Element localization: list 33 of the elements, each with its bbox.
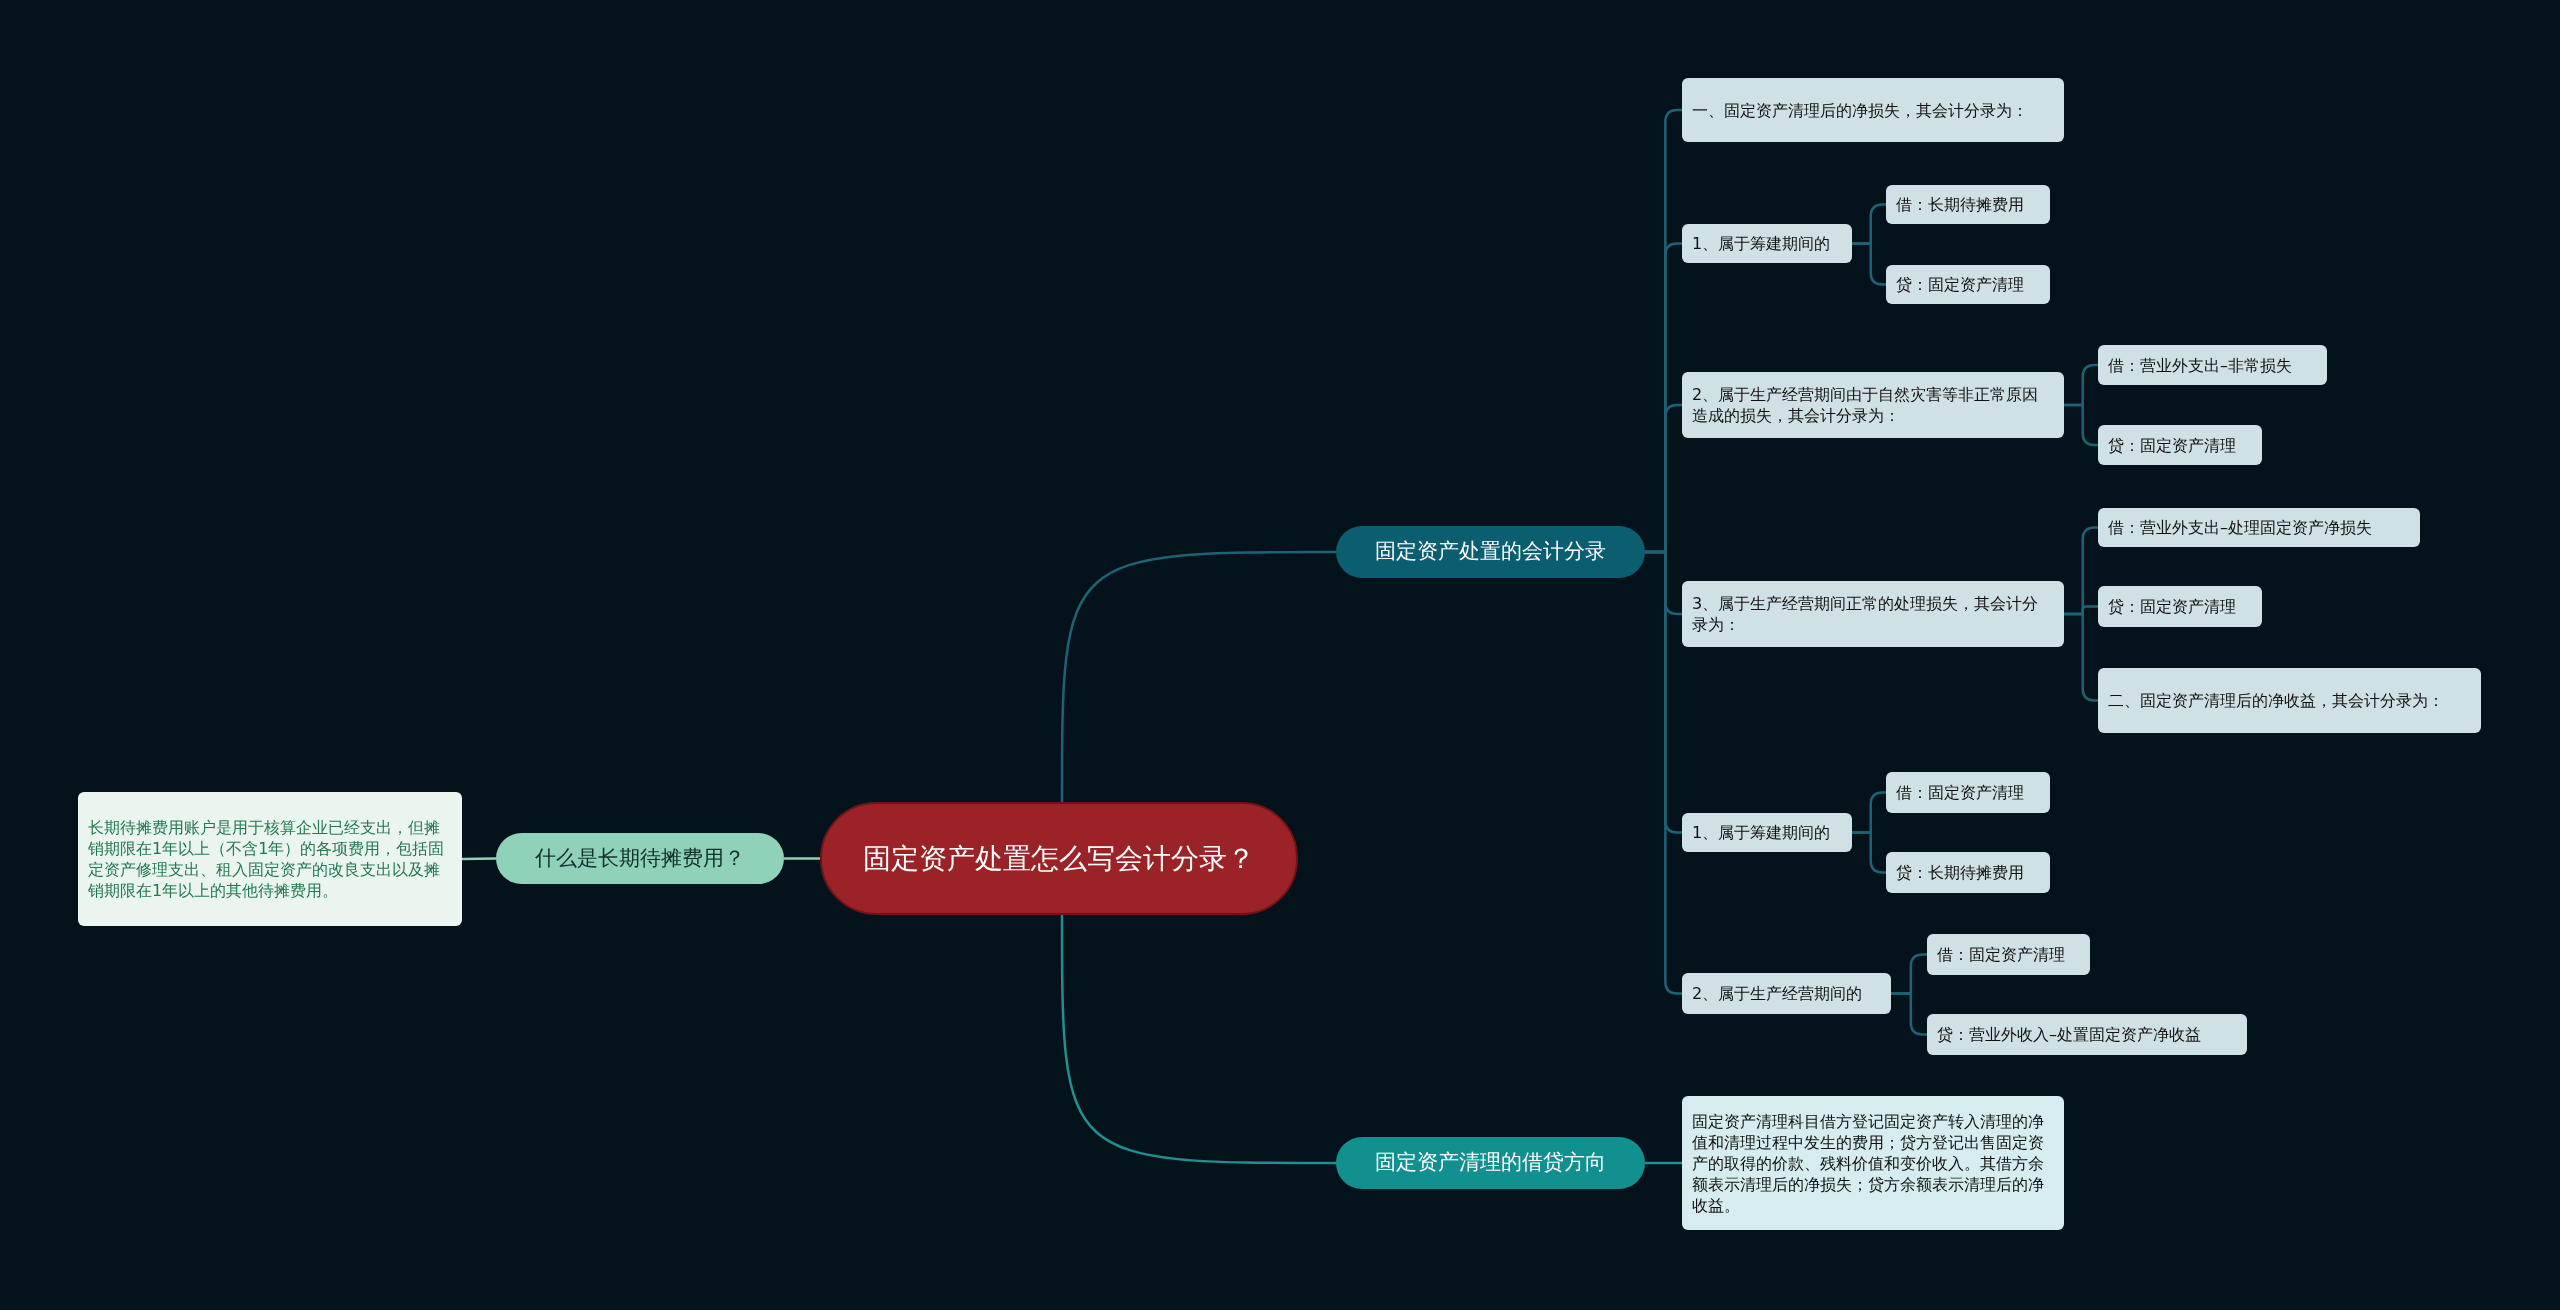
branch-topic: 固定资产处置的会计分录 <box>1336 526 1645 578</box>
connector-line <box>2064 403 2098 447</box>
subtopic: 借：固定资产清理 <box>1886 772 2050 813</box>
connector-line <box>1645 1161 1682 1165</box>
connector-line <box>784 857 820 860</box>
root-topic: 固定资产处置怎么写会计分录？ <box>820 802 1298 915</box>
note-box: 固定资产清理科目借方登记固定资产转入清理的净值和清理过程中发生的费用；贷方登记出售固定资产的取得的价款、残料价值和变价收入。其借方余额表示清理后的净损失；贷方余额表示清理后的净收益。 <box>1682 1096 2064 1230</box>
branch-topic: 固定资产清理的借贷方向 <box>1336 1137 1645 1189</box>
connector-line <box>1891 992 1927 1036</box>
subtopic: 借：营业外支出–非常损失 <box>2098 345 2327 385</box>
note-box: 长期待摊费用账户是用于核算企业已经支出，但摊销期限在1年以上（不含1年）的各项费用，包括固定资产修理支出、租入固定资产的改良支出以及摊销期限在1年以上的其他待摊费用。 <box>78 792 462 926</box>
connector-line <box>1645 550 1682 995</box>
connector-line <box>1060 915 1336 1165</box>
subtopic: 贷：长期待摊费用 <box>1886 852 2050 893</box>
subtopic: 2、属于生产经营期间由于自然灾害等非正常原因造成的损失，其会计分录为： <box>1682 372 2064 438</box>
subtopic: 一、固定资产清理后的净损失，其会计分录为： <box>1682 78 2064 142</box>
subtopic: 3、属于生产经营期间正常的处理损失，其会计分录为： <box>1682 581 2064 647</box>
subtopic: 借：长期待摊费用 <box>1886 185 2050 224</box>
subtopic: 借：营业外支出–处理固定资产净损失 <box>2098 508 2420 547</box>
subtopic: 贷：营业外收入–处置固定资产净收益 <box>1927 1014 2247 1055</box>
subtopic: 1、属于筹建期间的 <box>1682 224 1852 263</box>
subtopic: 二、固定资产清理后的净收益，其会计分录为： <box>2098 668 2481 733</box>
subtopic: 1、属于筹建期间的 <box>1682 813 1852 852</box>
branch-topic: 什么是长期待摊费用？ <box>496 833 784 884</box>
connector-line <box>1060 550 1336 802</box>
connector-line <box>1852 831 1886 874</box>
subtopic: 2、属于生产经营期间的 <box>1682 973 1891 1014</box>
connector-line <box>1852 242 1886 286</box>
connector-line <box>462 857 496 861</box>
subtopic: 借：固定资产清理 <box>1927 934 2090 975</box>
subtopic: 贷：固定资产清理 <box>2098 425 2262 465</box>
subtopic: 贷：固定资产清理 <box>1886 265 2050 304</box>
subtopic: 贷：固定资产清理 <box>2098 586 2262 627</box>
